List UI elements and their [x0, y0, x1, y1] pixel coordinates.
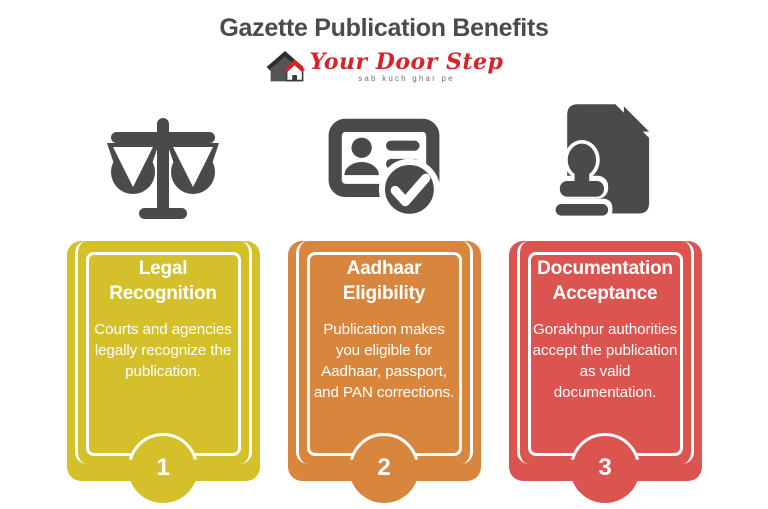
benefit-title: Documentation Acceptance: [537, 258, 673, 304]
icon-cell-documentation: [509, 91, 702, 225]
benefit-cards-row: Legal Recognition Courts and agencies le…: [0, 241, 768, 503]
step-number-badge: 2: [349, 433, 419, 503]
benefit-card-legal-recognition: Legal Recognition Courts and agencies le…: [66, 241, 260, 503]
icon-cell-aadhaar: [288, 91, 481, 225]
brand-text-block: Your Door Step sab kuch ghar pe: [310, 50, 504, 84]
step-number-badge: 1: [128, 433, 198, 503]
benefit-icons-row: [0, 91, 768, 225]
brand-tagline: sab kuch ghar pe: [358, 74, 455, 83]
benefit-description: Courts and agencies legally recognize th…: [94, 321, 232, 380]
step-number: 3: [598, 454, 612, 481]
step-number: 2: [377, 454, 391, 481]
benefit-title: Legal Recognition: [109, 258, 217, 304]
card-content: Documentation Acceptance Gorakhpur autho…: [531, 241, 680, 403]
document-stamp-icon: [551, 100, 654, 220]
card-inner-panel: [295, 241, 473, 464]
card-inner-panel: [74, 241, 252, 464]
benefit-title: Aadhaar Eligibility: [342, 258, 426, 304]
house-logo-icon: [266, 51, 305, 82]
card-content: Legal Recognition Courts and agencies le…: [89, 241, 238, 382]
icon-cell-legal: [67, 91, 260, 225]
step-number: 1: [156, 454, 170, 481]
brand-logo: Your Door Step sab kuch ghar pe: [0, 46, 768, 88]
benefit-description: Gorakhpur authorities accept the publica…: [532, 321, 678, 401]
step-number-badge: 3: [570, 433, 640, 503]
benefit-card-documentation-acceptance: Documentation Acceptance Gorakhpur autho…: [508, 241, 702, 503]
card-content: Aadhaar Eligibility Publication makes yo…: [310, 241, 459, 403]
page-title: Gazette Publication Benefits: [219, 14, 549, 42]
brand-name: Your Door Step: [309, 49, 504, 75]
id-card-verified-icon: [328, 118, 440, 220]
benefit-description: Publication makes you eligible for Aadha…: [313, 321, 455, 401]
benefit-card-aadhaar-eligibility: Aadhaar Eligibility Publication makes yo…: [287, 241, 481, 503]
scales-of-justice-icon: [107, 118, 219, 219]
card-inner-panel: [516, 241, 694, 464]
